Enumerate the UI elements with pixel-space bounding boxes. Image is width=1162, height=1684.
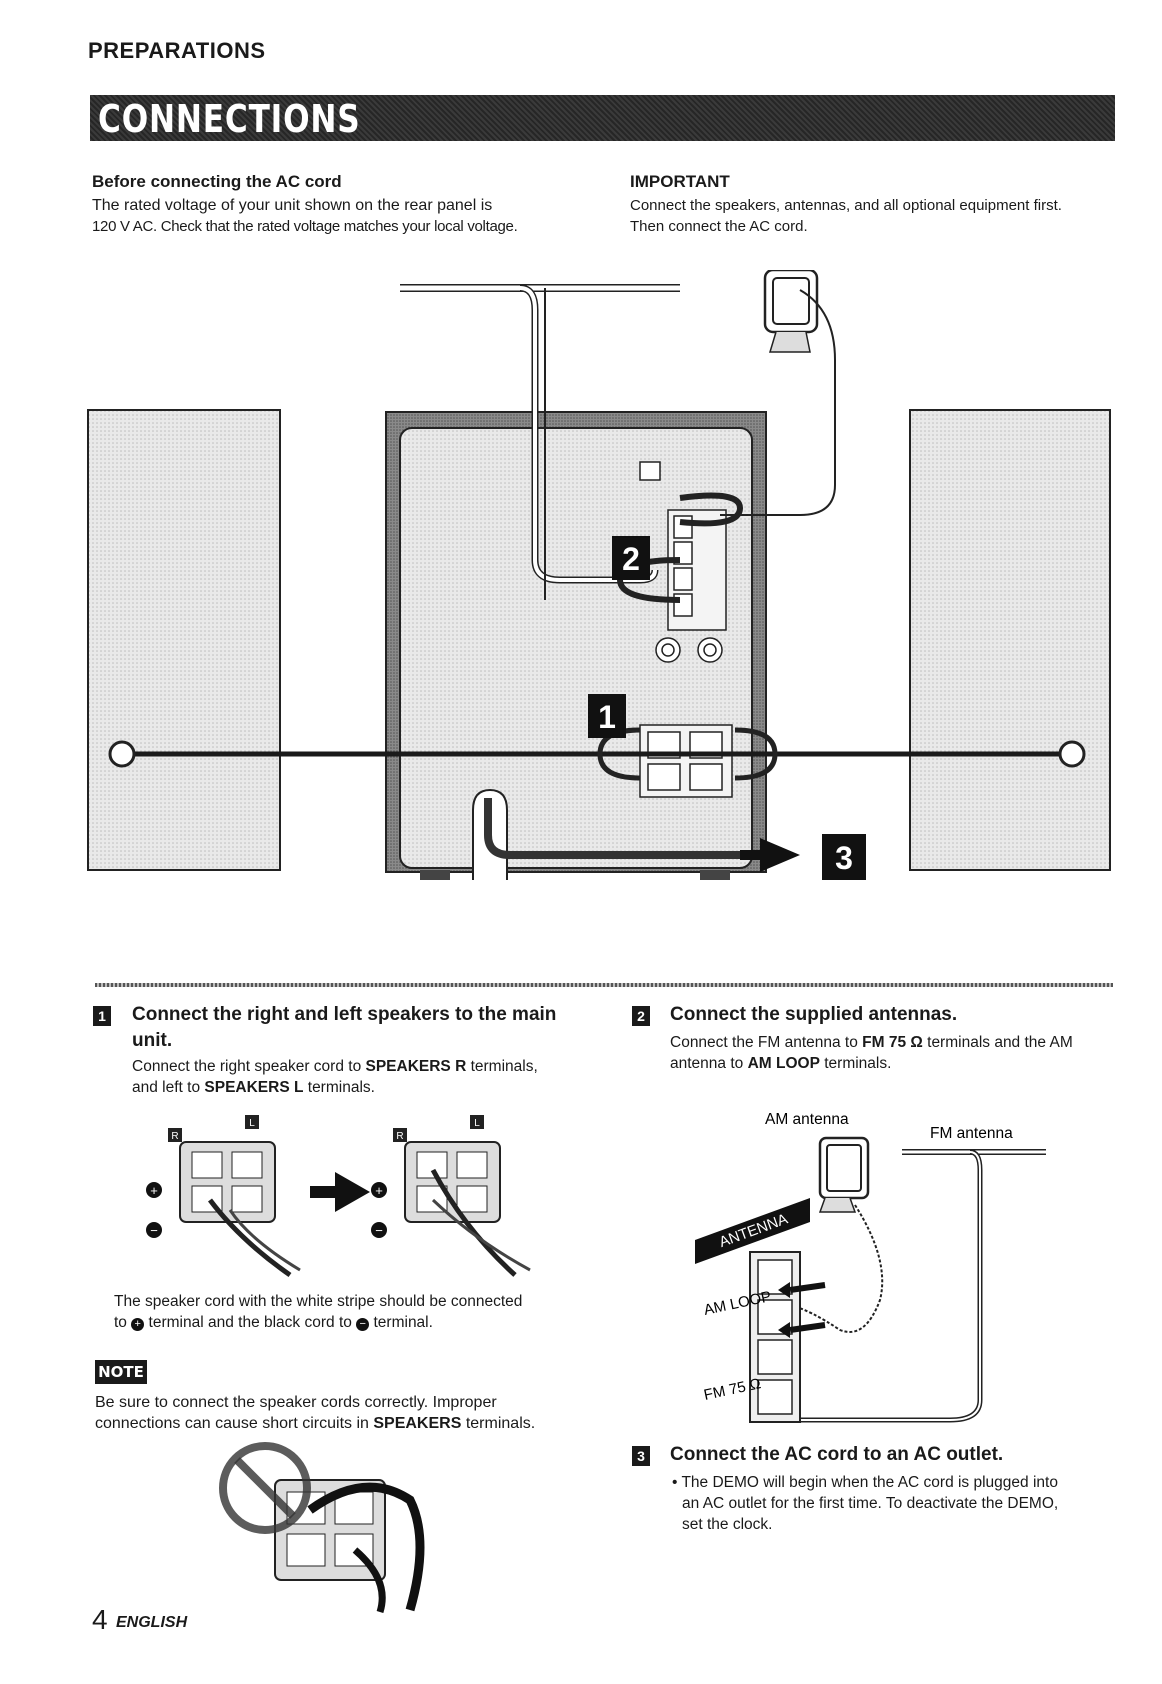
stripe-text: The speaker cord with the white stripe s… [114, 1293, 523, 1331]
step2-badge: 2 [632, 1006, 650, 1026]
svg-text:L: L [474, 1118, 480, 1129]
diagram-step2-badge: 2 [612, 536, 650, 580]
svg-text:−: − [150, 1223, 158, 1238]
svg-text:2: 2 [622, 541, 640, 577]
prohibited-icon [219, 1442, 311, 1534]
ac-text: The rated voltage of your unit shown on … [92, 197, 518, 235]
svg-text:3: 3 [835, 840, 853, 876]
diagram-step1-badge: 1 [588, 694, 626, 738]
svg-text:L: L [249, 1118, 255, 1129]
step1-title: Connect the right and left speakers to t… [132, 1004, 557, 1051]
step2-title: Connect the supplied antennas. [670, 1004, 958, 1025]
antenna-illustration: AM antenna FM antenna ANTENNA AM LOOP FM… [695, 1111, 1046, 1423]
step2-text: Connect the FM antenna to FM 75 Ω termin… [670, 1034, 1073, 1072]
title-banner: CONNECTIONS [90, 95, 1115, 141]
terminal-before: R L + − [146, 1115, 301, 1278]
right-speaker [909, 409, 1111, 871]
connection-diagram: 2 1 3 [87, 270, 1111, 880]
step1-badge: 1 [93, 1006, 111, 1026]
speaker-terminal-illustration: R L + − R L + − [146, 1115, 531, 1278]
step1-text: Connect the right speaker cord to SPEAKE… [132, 1058, 538, 1096]
step3-text: • The DEMO will begin when the AC cord i… [672, 1474, 1059, 1533]
ac-heading: Before connecting the AC cord [92, 172, 342, 191]
note-text: Be sure to connect the speaker cords cor… [95, 1394, 536, 1432]
incorrect-connection-illustration [219, 1442, 425, 1614]
step3-title: Connect the AC cord to an AC outlet. [670, 1444, 1004, 1465]
language-label: ENGLISH [116, 1614, 188, 1631]
am-antenna-label: AM antenna [765, 1111, 849, 1128]
plus-icon: + [131, 1318, 145, 1331]
svg-text:−: − [375, 1223, 383, 1238]
svg-text:1: 1 [598, 699, 616, 735]
section-divider [95, 983, 1113, 987]
terminal-after: R L + − [371, 1115, 531, 1277]
svg-text:R: R [396, 1131, 403, 1142]
important-heading: IMPORTANT [630, 172, 730, 191]
svg-text:R: R [171, 1131, 178, 1142]
svg-text:+: + [150, 1183, 158, 1198]
note-badge: NOTE [95, 1360, 147, 1384]
page-title: CONNECTIONS [98, 97, 361, 141]
left-speaker [87, 409, 281, 871]
important-text: Connect the speakers, antennas, and all … [630, 197, 1062, 235]
minus-icon: − [356, 1318, 370, 1331]
diagram-step3-badge: 3 [822, 834, 866, 880]
step3-badge: 3 [632, 1446, 650, 1466]
fm-antenna-label: FM antenna [930, 1125, 1013, 1142]
section-label: PREPARATIONS [88, 38, 266, 63]
svg-text:+: + [375, 1183, 383, 1198]
page-number: 4 [92, 1604, 108, 1635]
